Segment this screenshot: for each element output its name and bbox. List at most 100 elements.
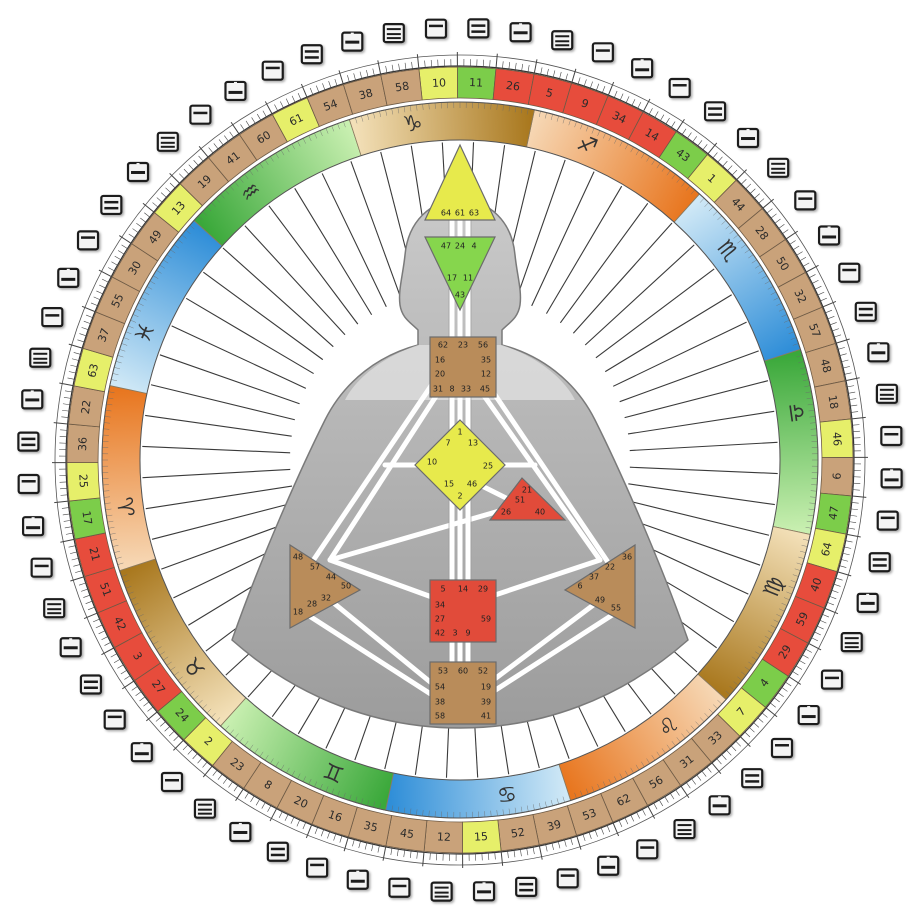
gate-label: 18 [293,608,303,617]
zodiac-tick [166,254,172,259]
tick-mark [290,817,295,824]
gate-label: 4 [471,242,476,251]
zodiac-tick [291,770,295,777]
tick-mark [829,322,837,326]
zodiac-tick [783,319,790,323]
zodiac-tick [758,646,764,650]
zodiac-tick [794,568,801,571]
gate-ray [515,159,566,300]
zodiac-tick [574,792,577,799]
zodiac-tick [807,403,814,406]
tick-mark [121,680,135,690]
zodiac-tick [585,788,589,795]
tick-mark [70,551,77,554]
tick-mark [59,382,74,387]
tick-mark [745,183,752,190]
tick-mark [320,829,324,837]
zodiac-tick [656,751,661,757]
tick-mark [594,829,598,837]
tick-mark [168,730,175,737]
tick-mark [121,244,128,249]
tick-mark [139,696,146,702]
tick-mark [612,822,620,837]
tick-mark [188,164,194,171]
tick-mark [244,792,249,799]
tick-mark [385,65,388,73]
tick-mark [182,744,189,751]
zodiac-tick [308,778,312,785]
zodiac-tick [107,520,114,523]
zodiac-tick [286,767,290,774]
zodiac-tick [810,490,817,492]
zodiac-tick [119,349,126,352]
hexagram-icon [103,709,126,730]
tick-mark [343,837,349,852]
tick-mark [53,422,68,425]
tick-mark [192,753,198,760]
tick-mark [753,722,760,728]
gate-label: 19 [481,683,491,692]
gate-label: 7 [445,439,450,448]
tick-mark [229,131,234,138]
tick-mark [95,624,103,629]
zodiac-tick [676,177,681,183]
gate-number: 17 [79,510,94,526]
zodiac-tick [544,801,547,808]
zodiac-tick [331,125,335,132]
zodiac-tick [758,270,764,274]
tick-mark [846,533,861,538]
gate-label: 13 [468,439,478,448]
gate-label: 49 [595,596,605,605]
tick-mark [128,233,135,239]
gate-number: 60 [254,128,273,146]
zodiac-tick [103,490,110,492]
gate-number: 11 [469,76,484,90]
zodiac-tick [361,798,364,805]
gate-label: 61 [455,209,465,218]
tick-mark [404,62,407,70]
hexagram-icon [820,669,844,690]
tick-mark [540,67,543,75]
zodiac-tick [379,802,382,809]
gate-number: 22 [79,399,94,415]
hexagram-icon [59,637,82,658]
tick-mark [78,582,86,586]
tick-mark [717,156,723,163]
zodiac-tick [806,397,813,400]
zodiac-tick [729,229,735,234]
zodiac-tick [585,125,589,132]
tick-mark [430,60,432,68]
tick-mark [647,806,656,819]
tick-mark [202,761,208,768]
zodiac-tick [725,690,731,696]
gate-ray [624,380,769,419]
zodiac-tick [809,502,816,504]
gate-label: 3 [452,629,457,638]
zodiac-tick [713,211,718,216]
zodiac-tick [156,646,162,650]
zodiac-tick [206,206,212,212]
tick-mark [366,70,369,77]
tick-mark [814,285,822,290]
tick-mark [844,372,852,375]
gate-label: 54 [435,683,445,692]
tick-mark [730,745,737,752]
tick-mark [726,749,732,756]
gate-number: 64 [819,541,835,558]
tick-mark [702,144,708,150]
tick-mark [532,847,535,855]
tick-mark [155,716,162,722]
gate-number: 38 [357,86,374,102]
tick-mark [327,831,330,839]
tick-mark [101,278,109,283]
tick-mark [309,87,314,95]
zodiac-tick [135,308,142,312]
tick-mark [262,110,267,118]
zodiac-tick [416,809,418,816]
hexagram-icon [636,839,659,860]
zodiac-tick [170,249,176,254]
gate-number: 16 [326,808,344,825]
tick-mark [278,811,283,819]
tick-mark [671,121,676,128]
